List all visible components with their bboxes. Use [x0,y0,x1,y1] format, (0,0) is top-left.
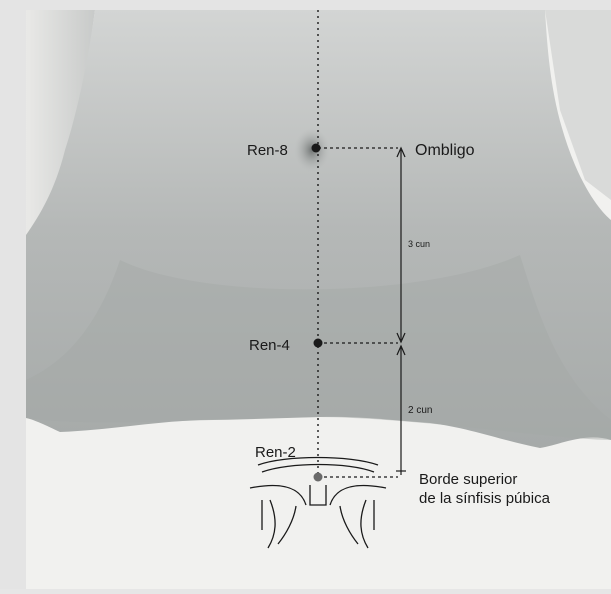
label-ren2: Ren-2 [255,444,296,461]
label-ren4: Ren-4 [249,337,290,354]
label-navel: Ombligo [415,142,475,159]
point-ren4 [314,339,323,348]
point-ren2 [314,473,323,482]
label-distance-lower: 2 cun [408,405,432,416]
label-distance-upper: 3 cun [408,239,430,249]
label-pubic-line2: de la sínfisis púbica [419,490,551,507]
label-ren8: Ren-8 [247,142,288,159]
point-ren8 [312,144,321,153]
label-pubic-line1: Borde superior [419,471,517,488]
